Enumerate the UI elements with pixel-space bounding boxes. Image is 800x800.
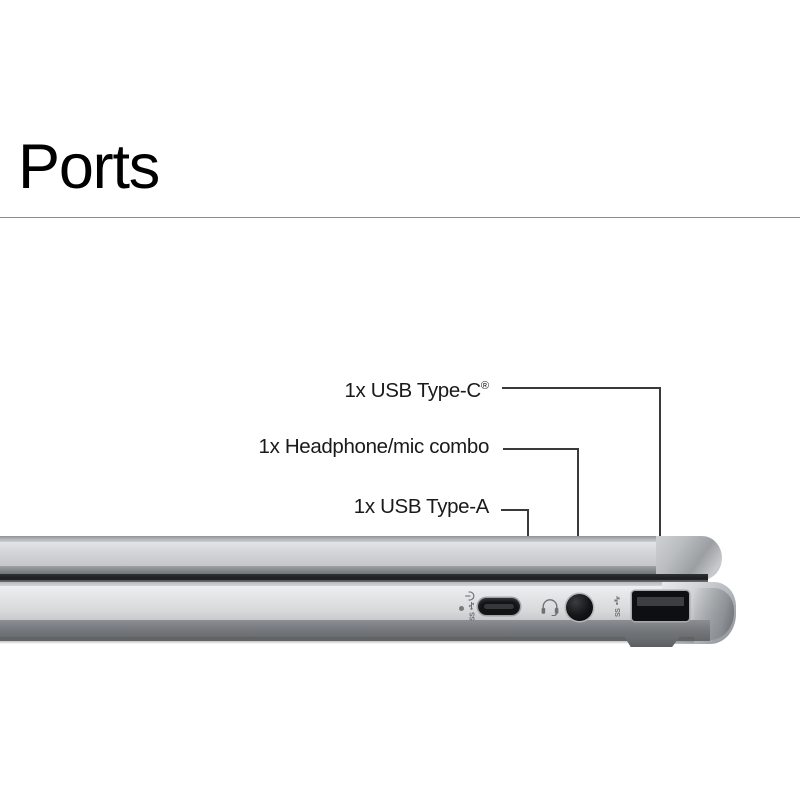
usb-type-c-port bbox=[478, 598, 520, 615]
base-face bbox=[0, 586, 716, 621]
lid-top-edge bbox=[0, 536, 704, 543]
laptop-side-profile: SS SS bbox=[0, 536, 750, 661]
lid-face bbox=[0, 542, 704, 567]
base-underside bbox=[0, 620, 710, 641]
callout-label-usb-type-a: 1x USB Type-A bbox=[353, 495, 490, 519]
superspeed-usb-icon-a: SS bbox=[614, 596, 622, 617]
registered-trademark-symbol: ® bbox=[480, 380, 489, 392]
callout-label-headphone-mic-combo: 1x Headphone/mic combo bbox=[258, 435, 490, 459]
title-divider bbox=[0, 217, 800, 218]
svg-text:SS: SS bbox=[615, 608, 622, 617]
hinge-gap-highlight bbox=[0, 580, 708, 583]
base-top-edge bbox=[0, 582, 716, 587]
hinge-gap bbox=[0, 574, 708, 583]
battery-charging-icon bbox=[465, 591, 475, 601]
lid-corner-cap bbox=[656, 536, 722, 580]
usb-type-a-port bbox=[632, 591, 689, 621]
callout-label-usb-type-c: 1x USB Type-C® bbox=[344, 374, 489, 403]
headphone-mic-combo-jack bbox=[566, 594, 593, 621]
charging-indicator-led-icon bbox=[459, 606, 464, 611]
callout-text-usb-type-a: 1x USB Type-A bbox=[353, 495, 490, 518]
svg-text:SS: SS bbox=[470, 612, 477, 621]
page-title: Ports bbox=[18, 132, 160, 202]
callout-text-headphone-mic-combo: 1x Headphone/mic combo bbox=[258, 435, 490, 458]
rubber-foot bbox=[624, 636, 680, 647]
base-underside-shadow bbox=[0, 637, 694, 644]
superspeed-usb-icon-c: SS bbox=[469, 602, 477, 621]
callout-text-usb-type-c: 1x USB Type-C bbox=[344, 378, 481, 402]
headset-icon bbox=[541, 599, 559, 616]
lid-bevel bbox=[0, 566, 706, 575]
